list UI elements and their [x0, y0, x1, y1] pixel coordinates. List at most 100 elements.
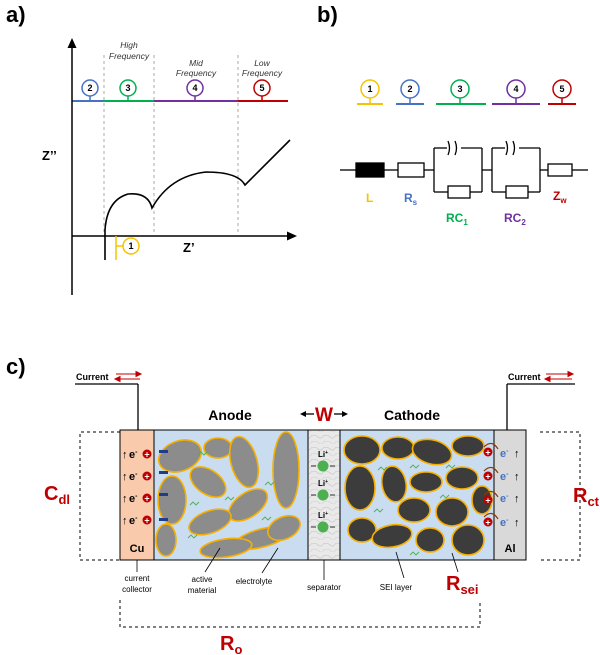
electron-row: + e- ↑ [483, 490, 520, 506]
annotation-pointers [136, 547, 459, 580]
x-axis-arrow [287, 231, 297, 241]
cathode-particles [343, 435, 493, 556]
svg-text:4: 4 [192, 83, 197, 93]
marker-2: 2 [81, 79, 99, 101]
equivalent-circuit [340, 140, 588, 199]
li-ion: Li+ [311, 479, 335, 501]
svg-text:↑: ↑ [514, 517, 520, 529]
freq-low-line2: Frequency [242, 68, 283, 78]
svg-text:+: + [485, 518, 490, 528]
electrolyte-label: electrolyte [236, 577, 273, 586]
x-axis-label: Z’ [183, 240, 195, 255]
inductor [355, 162, 385, 178]
svg-text:↑: ↑ [514, 493, 520, 505]
sei-layer-label: SEI layer [380, 583, 413, 592]
current-right-label: Current [508, 372, 541, 382]
svg-text:5: 5 [559, 84, 564, 94]
svg-text:5: 5 [259, 83, 264, 93]
resistor-rs [397, 162, 425, 178]
electron-row: + e- ↑ [483, 466, 520, 483]
b-marker-5: 5 [548, 79, 576, 105]
li-ion: Li+ [311, 511, 335, 533]
current-arrows-right [543, 370, 575, 383]
marker-1: 1 [115, 236, 140, 260]
svg-text:+: + [144, 472, 149, 482]
marker-3: 3 [119, 79, 137, 101]
rct-bracket [540, 431, 581, 561]
ro-label: Ro [220, 633, 242, 655]
cu-label: Cu [130, 543, 145, 555]
capacitor-rc1 [447, 140, 451, 156]
svg-text:e-: e- [500, 471, 509, 483]
b-marker-4: 4 [492, 79, 540, 105]
anode-label: Anode [208, 407, 252, 423]
electron-row: ↑ e- + [122, 493, 152, 505]
active-material-line2: material [188, 586, 217, 595]
svg-text:e-: e- [500, 517, 509, 529]
label-RC2: RC2 [504, 211, 526, 227]
resistor-rc2 [505, 185, 529, 199]
svg-text:e-: e- [129, 471, 138, 483]
current-arrows-left [113, 370, 143, 383]
label-Rs: Rs [404, 191, 418, 207]
svg-text:e-: e- [500, 448, 509, 460]
electrolyte-squiggles [187, 451, 456, 556]
panel-a-label: a) [6, 2, 26, 27]
svg-text:4: 4 [513, 84, 518, 94]
svg-text:↑: ↑ [122, 493, 128, 505]
electron-row: ↑ e- + [122, 471, 152, 483]
electron-row: ↑ e- + [122, 515, 152, 527]
anode-particles [155, 431, 301, 559]
svg-text:↑: ↑ [514, 448, 520, 460]
current-collector-line2: collector [122, 585, 152, 594]
warburg-element [547, 163, 573, 177]
cathode-label: Cathode [384, 407, 440, 423]
current-left-label: Current [76, 372, 109, 382]
svg-text:e-: e- [500, 493, 509, 505]
cdl-bracket [79, 431, 120, 561]
svg-text:↑: ↑ [122, 515, 128, 527]
nyquist-curve [104, 139, 291, 260]
svg-text:Li+: Li+ [318, 511, 328, 520]
panel-a: a) High Frequency Mid Frequency Low Freq… [6, 2, 297, 295]
svg-text:+: + [144, 494, 149, 504]
ro-bracket [119, 600, 481, 628]
panel-c: c) Current Current Anode Cathode W [6, 354, 600, 655]
resistor-rc1 [447, 185, 471, 199]
svg-text:↑: ↑ [122, 471, 128, 483]
b-marker-2: 2 [396, 79, 424, 105]
svg-text:Li+: Li+ [318, 450, 328, 459]
panel-b-label: b) [317, 2, 338, 27]
marker-5: 5 [253, 79, 271, 101]
svg-text:2: 2 [407, 84, 412, 94]
y-axis-arrow [67, 38, 77, 48]
svg-text:2: 2 [87, 83, 92, 93]
electron-row: + e- ↑ [483, 512, 520, 529]
b-marker-3: 3 [436, 79, 486, 105]
al-electrons: + e- ↑ + e- ↑ + e- ↑ + e- ↑ [483, 442, 520, 529]
svg-text:+: + [485, 496, 490, 506]
w-label: W [315, 405, 333, 426]
current-collector-line1: current [125, 574, 151, 583]
cdl-label: Cdl [44, 483, 70, 507]
svg-text:e-: e- [129, 515, 138, 527]
b-marker-1: 1 [357, 79, 383, 105]
panel-c-label: c) [6, 354, 26, 379]
freq-high-line2: Frequency [109, 51, 150, 61]
rct-label: Rct [573, 485, 600, 509]
svg-text:Li+: Li+ [318, 479, 328, 488]
svg-text:+: + [485, 448, 490, 458]
al-label: Al [505, 543, 516, 555]
svg-text:+: + [144, 516, 149, 526]
rsei-label: Rsei [446, 573, 479, 597]
separator-label: separator [307, 583, 341, 592]
svg-text:3: 3 [457, 84, 462, 94]
svg-text:e-: e- [129, 493, 138, 505]
svg-text:3: 3 [125, 83, 130, 93]
w-indicator: W [300, 405, 348, 426]
freq-mid-line2: Frequency [176, 68, 217, 78]
active-material-line1: active [192, 575, 213, 584]
svg-text:+: + [144, 450, 149, 460]
label-L: L [366, 191, 373, 205]
